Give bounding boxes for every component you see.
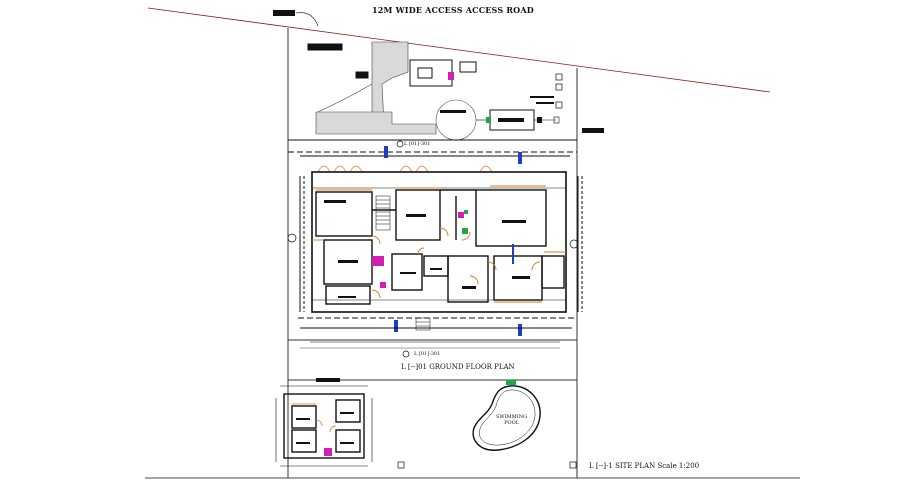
side-columns [299, 176, 583, 312]
section-ref-top: L [01]-301 [404, 141, 431, 147]
pool-house-labels [296, 378, 354, 444]
swimming-pool-label: SWIMMING POOL [496, 414, 527, 426]
house-outline [311, 171, 567, 313]
site-boundary [287, 28, 578, 478]
roundabout [435, 99, 477, 141]
interior-walls [315, 189, 565, 305]
ground-floor-plan-title: L [--]01 GROUND FLOOR PLAN [401, 363, 515, 371]
gate-house [307, 43, 477, 87]
road-boundary-line [147, 7, 771, 93]
survey-points [397, 73, 577, 469]
driveway-curve [317, 83, 373, 113]
rear-fence [298, 317, 576, 349]
leader-curve [295, 12, 319, 27]
front-fence [288, 139, 577, 157]
section-ref-bottom: L [01]-301 [414, 351, 441, 357]
swimming-pool-label-line1: SWIMMING [496, 414, 528, 420]
swimming-pool [472, 385, 541, 451]
pool-ladder [506, 380, 516, 385]
forecourt-paving [315, 111, 437, 135]
swimming-pool-label-line2: POOL [504, 420, 519, 426]
site-plan-title: L [--]-1 SITE PLAN Scale 1:200 [589, 462, 700, 470]
pool-house-doors [292, 403, 337, 433]
swimming-pool-inner [479, 389, 536, 446]
green-markers [462, 210, 468, 234]
blue-columns [384, 146, 522, 336]
staircase [375, 195, 431, 331]
arch-row [317, 165, 493, 173]
access-road-title: 12M WIDE ACCESS ACCESS ROAD [372, 5, 534, 15]
north-tag [273, 10, 295, 16]
section-markers [287, 140, 579, 358]
door-swings [312, 185, 566, 329]
pool-house [275, 385, 373, 467]
room-labels [324, 102, 554, 298]
sanitary-fixtures [324, 212, 464, 456]
